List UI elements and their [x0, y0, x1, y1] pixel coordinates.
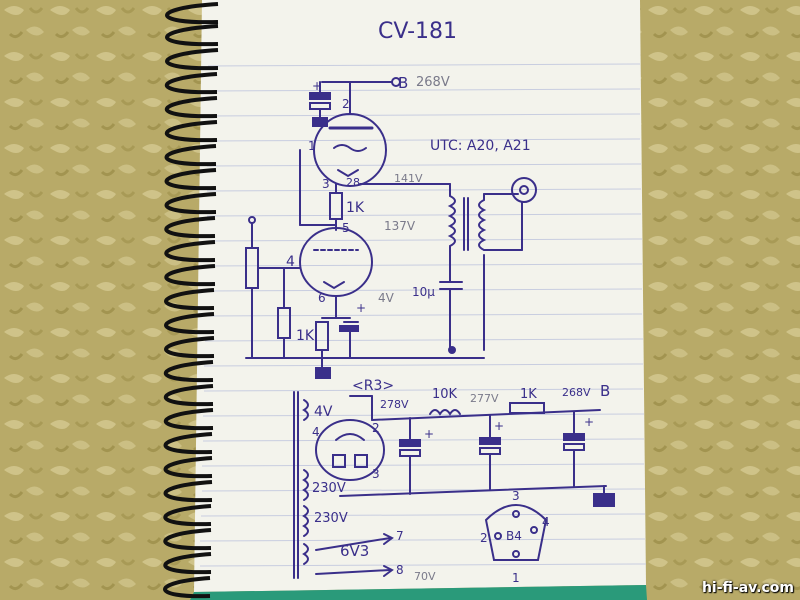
socket-pin-4: 4	[542, 515, 550, 529]
heater-pin-7: 7	[396, 529, 404, 543]
pin-28-label: 28	[346, 176, 360, 189]
voltage-70: 70V	[414, 570, 436, 583]
pin-1-label: 1	[308, 139, 316, 153]
voltage-137: 137V	[384, 219, 416, 233]
choke-10k: 10K	[432, 387, 458, 402]
plus-cap1: +	[424, 427, 434, 441]
pin-6-label: 6	[318, 291, 326, 305]
power-supply-schematic	[293, 391, 615, 579]
b-plus-label: B	[398, 74, 408, 92]
plus-cap2: +	[494, 419, 504, 433]
title-label: CV-181	[378, 19, 457, 44]
voltage-277: 277V	[470, 392, 499, 405]
secondary-230-1: 230V	[312, 481, 346, 496]
resistor-1k-psu: 1K	[520, 387, 537, 402]
secondary-230-2: 230V	[314, 511, 348, 526]
transformer-label: UTC: A20, A21	[430, 138, 531, 154]
rectifier-label: <R3>	[352, 378, 394, 394]
b-plus-psu: B	[600, 382, 610, 400]
rect-pin-3: 3	[372, 467, 380, 481]
notebook-page	[190, 0, 647, 600]
socket-pin-1: 1	[512, 571, 520, 585]
plus-cap3: +	[584, 415, 594, 429]
plus-top: +	[312, 79, 322, 93]
voltage-4: 4V	[378, 291, 395, 305]
socket-pin-2: 2	[480, 531, 488, 545]
pin-4-label: 4	[286, 254, 295, 270]
rect-pin-2: 2	[372, 421, 380, 435]
heater-6v3: 6V3	[340, 542, 369, 560]
rect-pin-4: 4	[312, 425, 320, 439]
voltage-278: 278V	[380, 398, 409, 411]
pin-3-label: 3	[322, 177, 330, 191]
heater-pin-8: 8	[396, 563, 404, 577]
spiral-binding	[163, 2, 219, 599]
schematic-labels: CV-181 B 268V UTC: A20, A21 141V 137V 4V…	[286, 19, 610, 585]
watermark: hi-fi-av.com	[701, 580, 794, 596]
rectifier-4v: 4V	[314, 404, 333, 420]
resistor-1k-bottom: 1K	[296, 328, 315, 344]
socket-pin-3: 3	[512, 489, 520, 503]
pin-5-label: 5	[342, 221, 350, 235]
cap-10u-label: 10μ	[412, 285, 435, 299]
plus-cathode: +	[356, 301, 366, 315]
resistor-1k-top: 1K	[346, 200, 365, 216]
socket-b4-label: B4	[506, 529, 522, 543]
voltage-268-top: 268V	[416, 75, 450, 90]
voltage-141: 141V	[394, 172, 423, 185]
pin-2-label: 2	[342, 97, 350, 111]
amplifier-schematic	[245, 77, 537, 379]
voltage-268-psu: 268V	[562, 386, 591, 399]
